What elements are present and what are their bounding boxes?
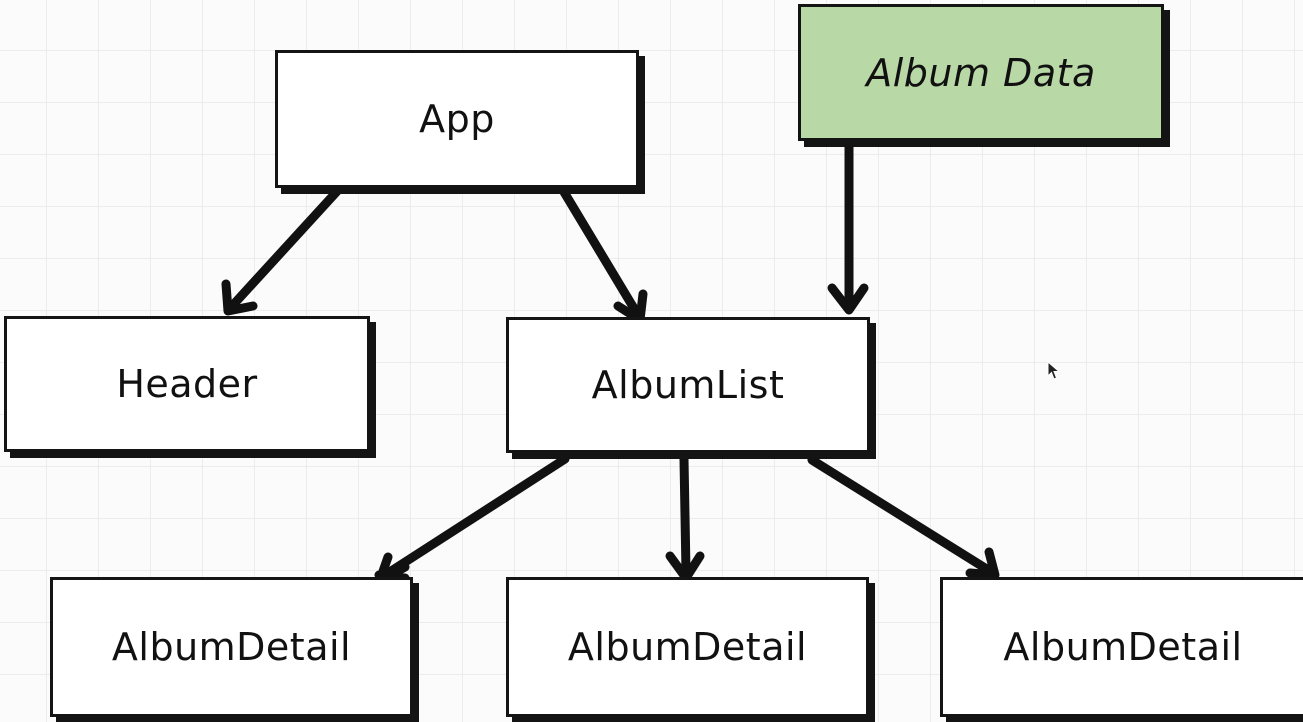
node-album-detail-1: AlbumDetail	[50, 577, 413, 717]
node-album-detail-3-label: AlbumDetail	[1003, 625, 1243, 669]
arrow-album-list-to-detail-1	[374, 454, 570, 583]
node-album-list-label: AlbumList	[591, 363, 785, 407]
node-album-detail-2: AlbumDetail	[506, 577, 869, 717]
arrow-album-list-to-detail-2	[665, 454, 705, 583]
node-album-data: Album Data	[798, 4, 1164, 141]
node-album-detail-1-label: AlbumDetail	[111, 625, 352, 669]
node-album-list: AlbumList	[506, 317, 870, 453]
node-app-label: App	[419, 97, 495, 141]
node-album-detail-2-label: AlbumDetail	[567, 625, 808, 669]
node-album-detail-3: AlbumDetail	[940, 577, 1303, 717]
arrow-album-data-to-album-list	[827, 139, 869, 315]
node-header-label: Header	[116, 362, 258, 406]
mouse-pointer-icon	[1047, 361, 1061, 380]
arrow-app-to-header	[221, 182, 346, 316]
node-header: Header	[4, 316, 370, 452]
node-album-data-label: Album Data	[866, 50, 1096, 95]
arrow-album-list-to-detail-3	[807, 455, 1000, 580]
node-app: App	[275, 50, 639, 188]
arrow-app-to-album-list	[556, 182, 648, 325]
